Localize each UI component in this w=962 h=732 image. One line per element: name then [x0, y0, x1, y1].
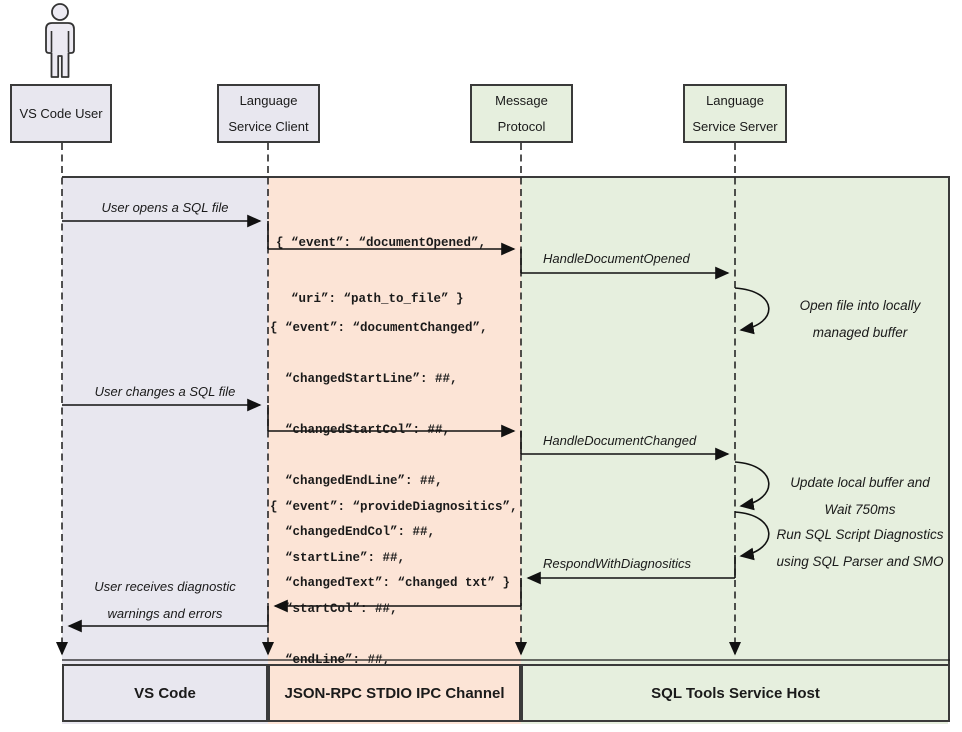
note-line: Update local buffer and [790, 475, 930, 490]
actor-label: VS Code User [19, 105, 103, 121]
note-open-buffer: Open file into locally managed buffer [765, 292, 955, 346]
payload-line: “startLine”: ##, [270, 551, 406, 565]
payload-line: “uri”: “path_to_file” } [276, 292, 464, 306]
footer-label: SQL Tools Service Host [651, 684, 820, 702]
lane-vscode [62, 178, 268, 724]
payload-line: { “event”: “documentOpened”, [276, 236, 487, 250]
note-line: using SQL Parser and SMO [776, 554, 944, 569]
note-run-diagnostics: Run SQL Script Diagnostics using SQL Par… [760, 521, 960, 575]
label-handle-document-changed: HandleDocumentChanged [543, 433, 697, 448]
label-user-receives-diagnostics: User receives diagnostic warnings and er… [62, 573, 268, 627]
footer-box-ipc-channel: JSON-RPC STDIO IPC Channel [268, 664, 521, 722]
actor-label: Language Service Client [228, 92, 309, 134]
footer-label: VS Code [134, 684, 196, 702]
footer-box-service-host: SQL Tools Service Host [521, 664, 950, 722]
label-handle-document-opened: HandleDocumentOpened [543, 251, 690, 266]
actor-label: Message Protocol [495, 92, 548, 134]
payload-line: “changedEndCol”: ##, [270, 525, 436, 539]
actor-box-message-protocol: Message Protocol [470, 84, 573, 143]
payload-line: “endLine”: ##, [270, 653, 391, 667]
note-line: Run SQL Script Diagnostics [776, 527, 944, 542]
footer-label: JSON-RPC STDIO IPC Channel [284, 684, 505, 702]
user-actor-icon [45, 3, 75, 78]
label-respond-with-diagnostics: RespondWithDiagnositics [543, 556, 692, 571]
payload-document-opened: { “event”: “documentOpened”, “uri”: “pat… [276, 201, 486, 341]
footer-box-vscode: VS Code [62, 664, 268, 722]
label-user-opens-file: User opens a SQL file [101, 200, 229, 215]
payload-line: “changedText”: “changed txt” } [270, 576, 511, 590]
label-line: User receives diagnostic [94, 579, 236, 594]
actor-box-vscode-user: VS Code User [10, 84, 112, 143]
payload-line: “changedStartCol”: ##, [270, 423, 451, 437]
payload-document-changed: { “event”: “documentChanged”, “changedSt… [270, 289, 510, 623]
payload-line: { “event”: “provideDiagnositics”, [270, 500, 518, 514]
actor-label: Language Service Server [692, 92, 778, 134]
note-line: Open file into locally [799, 298, 921, 313]
note-line: Wait 750ms [824, 502, 896, 517]
label-line: warnings and errors [107, 606, 223, 621]
actor-box-language-service-client: Language Service Client [217, 84, 320, 143]
label-user-changes-file: User changes a SQL file [94, 384, 236, 399]
payload-line: “changedStartLine”: ##, [270, 372, 458, 386]
note-update-buffer: Update local buffer and Wait 750ms [765, 469, 955, 523]
payload-line: “changedEndLine”: ##, [270, 474, 443, 488]
note-line: managed buffer [812, 325, 908, 340]
actor-box-language-service-server: Language Service Server [683, 84, 787, 143]
payload-line: “startCol”: ##, [270, 602, 398, 616]
payload-line: { “event”: “documentChanged”, [270, 321, 488, 335]
